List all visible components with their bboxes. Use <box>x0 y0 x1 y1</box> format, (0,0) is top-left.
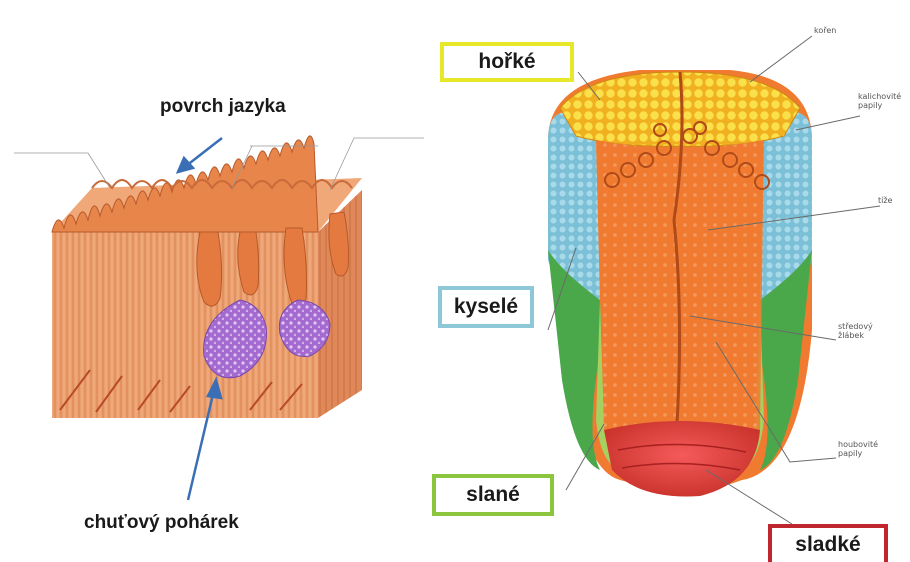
taste-bud-label: chuťový pohárek <box>84 512 239 534</box>
sweet-taste-box: sladké <box>768 524 888 562</box>
annotation-vallate: kalichovité papily <box>858 92 910 110</box>
bitter-taste-box: hořké <box>440 42 574 82</box>
annotation-root: kořen <box>814 26 864 35</box>
annotation-median: středový žlábek <box>838 322 888 340</box>
tongue-surface-label: povrch jazyka <box>160 96 286 118</box>
annotation-fungiform: houbovité papily <box>838 440 894 458</box>
tongue-map <box>548 70 812 496</box>
tissue-block <box>52 136 362 418</box>
salty-taste-box: slané <box>432 474 554 516</box>
annotation-groove: tíže <box>878 196 910 205</box>
sour-taste-box: kyselé <box>438 286 534 328</box>
